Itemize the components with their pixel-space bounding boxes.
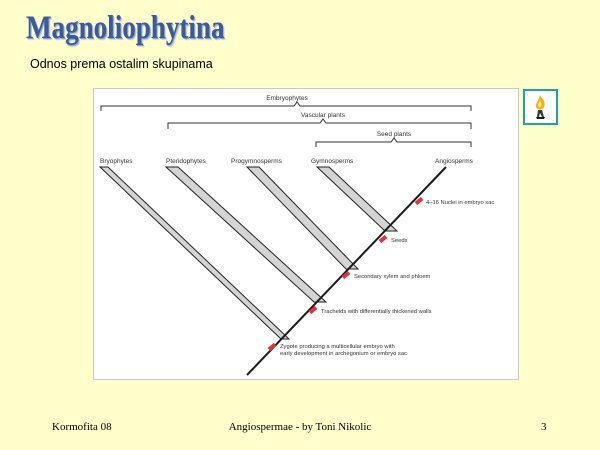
clade-bracket-vascular-plants: Vascular plants [167, 112, 472, 129]
clade-bracket-embryophytes: Embryophytes [100, 95, 472, 111]
trait-label-zygote: Zygote producing a multicellular embryo … [280, 344, 395, 350]
clade-label-seed-plants: Seed plants [377, 131, 412, 138]
branch-band-pteridophytes [164, 166, 328, 303]
trait-marker-zygote: Zygote producing a multicellular embryo … [267, 342, 407, 357]
slide-subtitle: Odnos prema ostalim skupinama [30, 57, 213, 71]
slide-title: Magnoliophytina [26, 10, 225, 46]
flame-action-button[interactable] [523, 89, 558, 125]
trait-marker-nuclei: 4–16 Nuclei in embryo sac [414, 196, 494, 206]
flame-icon [535, 95, 545, 119]
trait-label-seeds: Seeds [391, 238, 408, 244]
clade-label-embryophytes: Embryophytes [266, 95, 308, 102]
branch-band-progymnosperms [245, 166, 360, 270]
trait-label-nuclei: 4–16 Nuclei in embryo sac [426, 200, 494, 206]
branch-band-gymnosperms [315, 166, 399, 232]
taxon-label-pteridophytes: Pteridophytes [166, 158, 206, 165]
taxon-label-progymnosperms: Progymnosperms [231, 158, 283, 165]
trait-label-secondary-xylem: Secondary xylem and phloem [354, 274, 431, 280]
footer-course: Kormofita 08 [52, 421, 112, 433]
taxon-label-gymnosperms: Gymnosperms [311, 158, 354, 165]
taxon-label-bryophytes: Bryophytes [100, 158, 133, 165]
trait-label-zygote-line-2: early development in archegonium or embr… [280, 351, 407, 357]
main-stem-line [246, 166, 447, 376]
footer-title: Angiospermae - by Toni Nikolic [228, 421, 372, 433]
trait-marker-seeds: Seeds [378, 234, 408, 244]
trait-marker-tracheids: Tracheids with differentially thickened … [308, 305, 432, 315]
taxon-label-angiosperms: Angiosperms [435, 158, 474, 165]
branch-band-bryophytes [98, 166, 291, 340]
clade-bracket-seed-plants: Seed plants [315, 131, 472, 147]
cladogram-diagram: Embryophytes Vascular plants Seed plants… [93, 88, 519, 380]
trait-marker-secondary-xylem: Secondary xylem and phloem [341, 270, 431, 280]
page-number: 3 [541, 421, 547, 433]
clade-label-vascular-plants: Vascular plants [301, 112, 346, 119]
trait-label-tracheids: Tracheids with differentially thickened … [321, 309, 432, 315]
